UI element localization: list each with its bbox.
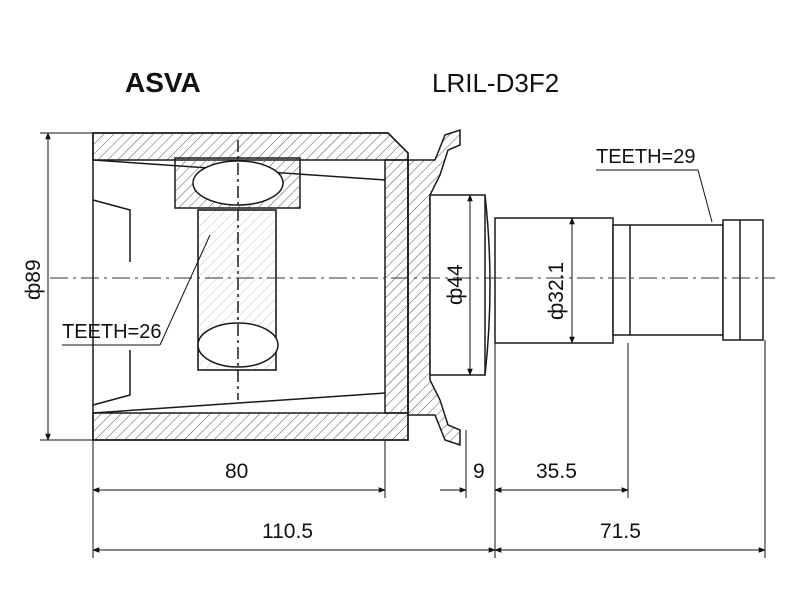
teeth-outer-label: TEETH=29 — [596, 146, 695, 168]
shaft-length-label: 35.5 — [536, 460, 577, 483]
housing-diameter-label: ф89 — [22, 259, 45, 300]
part-number: LRIL-D3F2 — [432, 68, 559, 98]
housing — [92, 132, 409, 441]
flange — [407, 128, 491, 447]
extension-lines — [92, 340, 766, 558]
teeth-inner-label: TEETH=26 — [62, 321, 161, 343]
overall-left-label: 110.5 — [262, 520, 313, 543]
output-shaft — [494, 217, 764, 344]
teeth-inner-leader — [62, 234, 211, 346]
brand-name: ASVA — [125, 67, 201, 98]
flange-gap-label: 9 — [473, 460, 485, 483]
overall-right-label: 71.5 — [600, 520, 641, 543]
teeth-outer-leader — [596, 169, 713, 223]
dim-housing-diameter — [40, 132, 93, 441]
shaft-diameter-label: ф32.1 — [545, 262, 568, 320]
housing-length-label: 80 — [225, 460, 248, 483]
flange-diameter-label: ф44 — [444, 264, 467, 305]
